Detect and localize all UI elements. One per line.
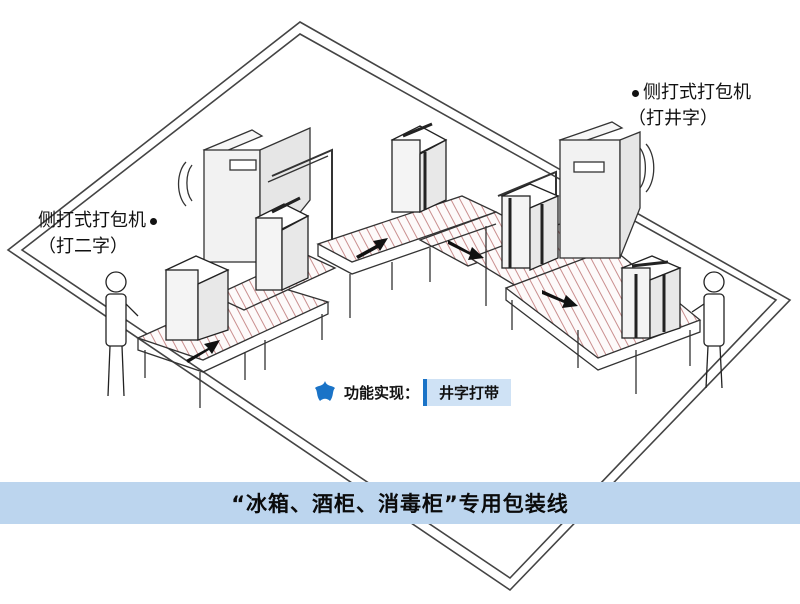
callout-right-machine: 侧打式打包机 （打井字） <box>628 80 751 132</box>
callout-left-sub: （打二字） <box>38 236 128 257</box>
feature-value: 井字打带 <box>423 378 512 406</box>
callout-left-machine: 侧打式打包机 （打二字） <box>38 208 161 260</box>
star-icon <box>315 381 335 401</box>
callout-left-name: 侧打式打包机 <box>38 210 146 231</box>
arrow-4 <box>542 290 578 308</box>
strapping-machine-right <box>497 121 655 259</box>
cabinet-strapped-4 <box>500 183 560 271</box>
cabinet-unstrapped-1 <box>164 255 230 341</box>
feature-note: 功能实现： 井字打带 <box>312 377 512 407</box>
flow-arrows <box>186 238 578 363</box>
callout-right-name: 侧打式打包机 <box>643 82 751 103</box>
arrow-3 <box>448 240 484 260</box>
cabinet-strapped-2 <box>254 196 310 292</box>
operator-right <box>691 271 725 389</box>
callout-left-dot <box>150 217 157 225</box>
arrow-1 <box>186 340 220 363</box>
cabinet-strapped-5 <box>620 255 682 339</box>
callout-right-dot <box>632 89 639 97</box>
strapping-machine-left <box>177 127 333 264</box>
callout-right-sub: （打井字） <box>628 108 718 129</box>
title-banner: “冰箱、酒柜、消毒柜”专用包装线 <box>0 482 800 524</box>
feature-label: 功能实现： <box>344 383 420 402</box>
floor-outline <box>6 21 792 592</box>
operator-left <box>105 271 139 397</box>
cabinet-strapped-3 <box>390 122 448 214</box>
arrow-2 <box>356 238 388 259</box>
banner-title: “冰箱、酒柜、消毒柜”专用包装线 <box>231 492 569 516</box>
cabinet-boxes <box>164 122 682 341</box>
